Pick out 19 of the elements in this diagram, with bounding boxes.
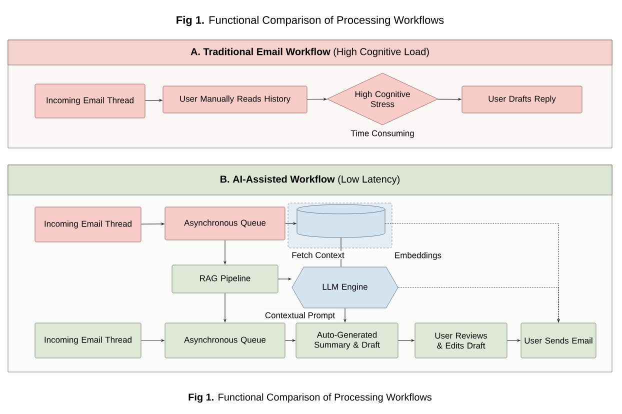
process-box: Auto-Generated Summary & Draft <box>296 322 398 358</box>
figure-title: Fig 1. Functional Comparison of Processing Workflows <box>176 16 444 26</box>
edge-label: Contextual Prompt <box>264 311 336 321</box>
panel-heading: B. AI-Assisted Workflow (Low Latency) <box>220 175 400 185</box>
process-box: User Reviews & Edits Draft <box>414 322 508 358</box>
process-box: Asynchronous Queue <box>164 322 286 358</box>
note-text: Time Consuming <box>350 130 414 138</box>
process-box: User Manually Reads History <box>162 86 308 114</box>
process-box: RAG Pipeline <box>172 264 278 294</box>
process-box: Incoming Email Thread <box>34 206 142 242</box>
process-box: User Sends Email <box>520 322 596 358</box>
process-box: Incoming Email Thread <box>34 84 146 118</box>
database-cylinder <box>296 204 386 238</box>
panel-heading: A. Traditional Email Workflow (High Cognitive Load) <box>190 48 429 58</box>
process-box: Asynchronous Queue <box>164 206 286 240</box>
process-box: Incoming Email Thread <box>34 322 142 358</box>
annotation-text: Embeddings <box>395 252 442 260</box>
process-box: User Drafts Reply <box>462 86 582 114</box>
figure-caption: Fig 1. Functional Comparison of Processing Workflows <box>188 393 432 403</box>
